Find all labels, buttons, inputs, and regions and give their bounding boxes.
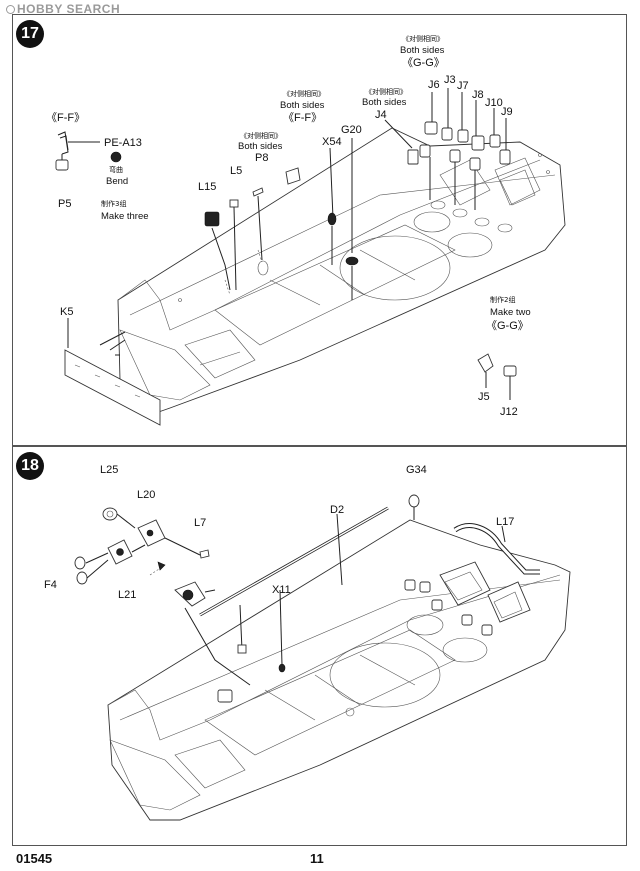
j3-label: J3	[444, 74, 456, 86]
both-sides-cn-1: 《对侧相同》	[240, 132, 282, 140]
make-two-cn-label: 制作2组	[490, 296, 516, 304]
k5-label: K5	[60, 306, 74, 318]
j10-label: J10	[485, 97, 503, 109]
p8-label: P8	[255, 152, 269, 164]
j4-label: J4	[375, 109, 387, 121]
l17-label: L17	[496, 516, 515, 528]
x54-label: X54	[322, 136, 342, 148]
both-sides-1: Both sides	[238, 141, 283, 152]
p5-label: P5	[58, 198, 72, 210]
pe-a13-label: PE-A13	[104, 137, 142, 149]
j8-label: J8	[472, 89, 484, 101]
l20-label: L20	[137, 489, 156, 501]
j9-label: J9	[501, 106, 513, 118]
step-17-number: 17	[16, 20, 44, 48]
logo-ring-icon	[6, 5, 15, 14]
f4-label: F4	[44, 579, 57, 591]
gg-note-1: 《G-G》	[402, 57, 445, 69]
both-sides-cn-3: 《对侧相同》	[365, 88, 407, 96]
j7-label: J7	[457, 80, 469, 92]
gg-note-2: 《G-G》	[486, 320, 529, 332]
d2-label: D2	[330, 504, 345, 516]
both-sides-3: Both sides	[362, 97, 407, 108]
bend-label: Bend	[106, 176, 129, 187]
step-18-number: 18	[16, 452, 44, 480]
both-sides-4: Both sides	[400, 45, 445, 56]
g34-label: G34	[406, 464, 427, 476]
ff-note-2: 《F-F》	[283, 112, 323, 124]
make-three-label: Make three	[101, 211, 149, 222]
bend-cn-label: 弯曲	[109, 166, 123, 174]
step-18-panel	[12, 446, 627, 846]
l21-label: L21	[118, 589, 137, 601]
ff-note-1: 《F-F》	[46, 112, 86, 124]
l7-label: L7	[194, 517, 207, 529]
both-sides-cn-4: 《对侧相同》	[402, 35, 444, 43]
page-number: 11	[310, 851, 324, 866]
both-sides-cn-2: 《对侧相同》	[283, 90, 325, 98]
j12-label: J12	[500, 406, 518, 418]
hobby-search-watermark: HOBBY SEARCH	[6, 2, 120, 16]
l15-label: L15	[198, 181, 217, 193]
g20-label: G20	[341, 124, 362, 136]
make-three-cn-label: 制作3组	[101, 200, 127, 208]
j5-label: J5	[478, 391, 490, 403]
l5-label: L5	[230, 165, 243, 177]
step-17-panel	[12, 14, 627, 446]
j6-label: J6	[428, 79, 440, 91]
l25-label: L25	[100, 464, 119, 476]
product-code: 01545	[16, 851, 53, 866]
make-two-label: Make two	[490, 307, 531, 318]
x11-label: X11	[272, 584, 291, 596]
both-sides-2: Both sides	[280, 100, 325, 111]
